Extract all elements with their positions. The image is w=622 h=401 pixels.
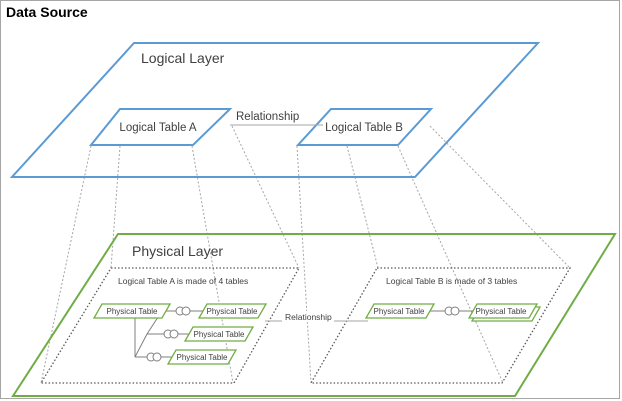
svg-text:Physical Table: Physical Table [177, 353, 229, 362]
physical-layer-label: Physical Layer [132, 243, 223, 259]
physical-table-b1: Physical Table [364, 303, 436, 319]
join-icon [146, 352, 162, 362]
group-b-caption: Logical Table B is made of 3 tables [386, 276, 517, 286]
physical-relationship-label: Relationship [285, 312, 332, 322]
join-icon [163, 329, 179, 339]
physical-table-a2: Physical Table [197, 303, 268, 319]
join-icons-a [146, 306, 191, 362]
svg-text:Physical Table: Physical Table [107, 307, 159, 316]
physical-table-a4: Physical Table [166, 349, 238, 365]
svg-text:Physical Table: Physical Table [476, 307, 528, 316]
physical-table-a1: Physical Table [92, 303, 172, 319]
logical-layer-plane [9, 42, 541, 178]
svg-text:Physical Table: Physical Table [374, 307, 426, 316]
projection-lines [40, 125, 571, 384]
group-a-caption: Logical Table A is made of 4 tables [118, 276, 248, 286]
svg-text:Physical Table: Physical Table [194, 330, 246, 339]
svg-text:Physical Table: Physical Table [207, 307, 259, 316]
logical-relationship-label: Relationship [236, 111, 299, 123]
logical-table-a-label: Logical Table A [119, 122, 196, 134]
physical-relationship-bg [282, 311, 334, 322]
logical-layer-label: Logical Layer [141, 50, 225, 66]
physical-group-a [39, 267, 301, 384]
physical-table-a3: Physical Table [183, 326, 255, 342]
logical-table-b-label: Logical Table B [325, 122, 403, 134]
logical-table-b-shape [295, 108, 434, 146]
physical-layer-plane [11, 233, 617, 397]
physical-group-b [309, 267, 572, 384]
join-icon [444, 306, 460, 316]
logical-table-a-shape [88, 108, 233, 146]
diagram-title: Data Source [6, 4, 88, 20]
join-icon [175, 306, 191, 316]
physical-table-b2-stack: Physical Table [467, 303, 542, 322]
